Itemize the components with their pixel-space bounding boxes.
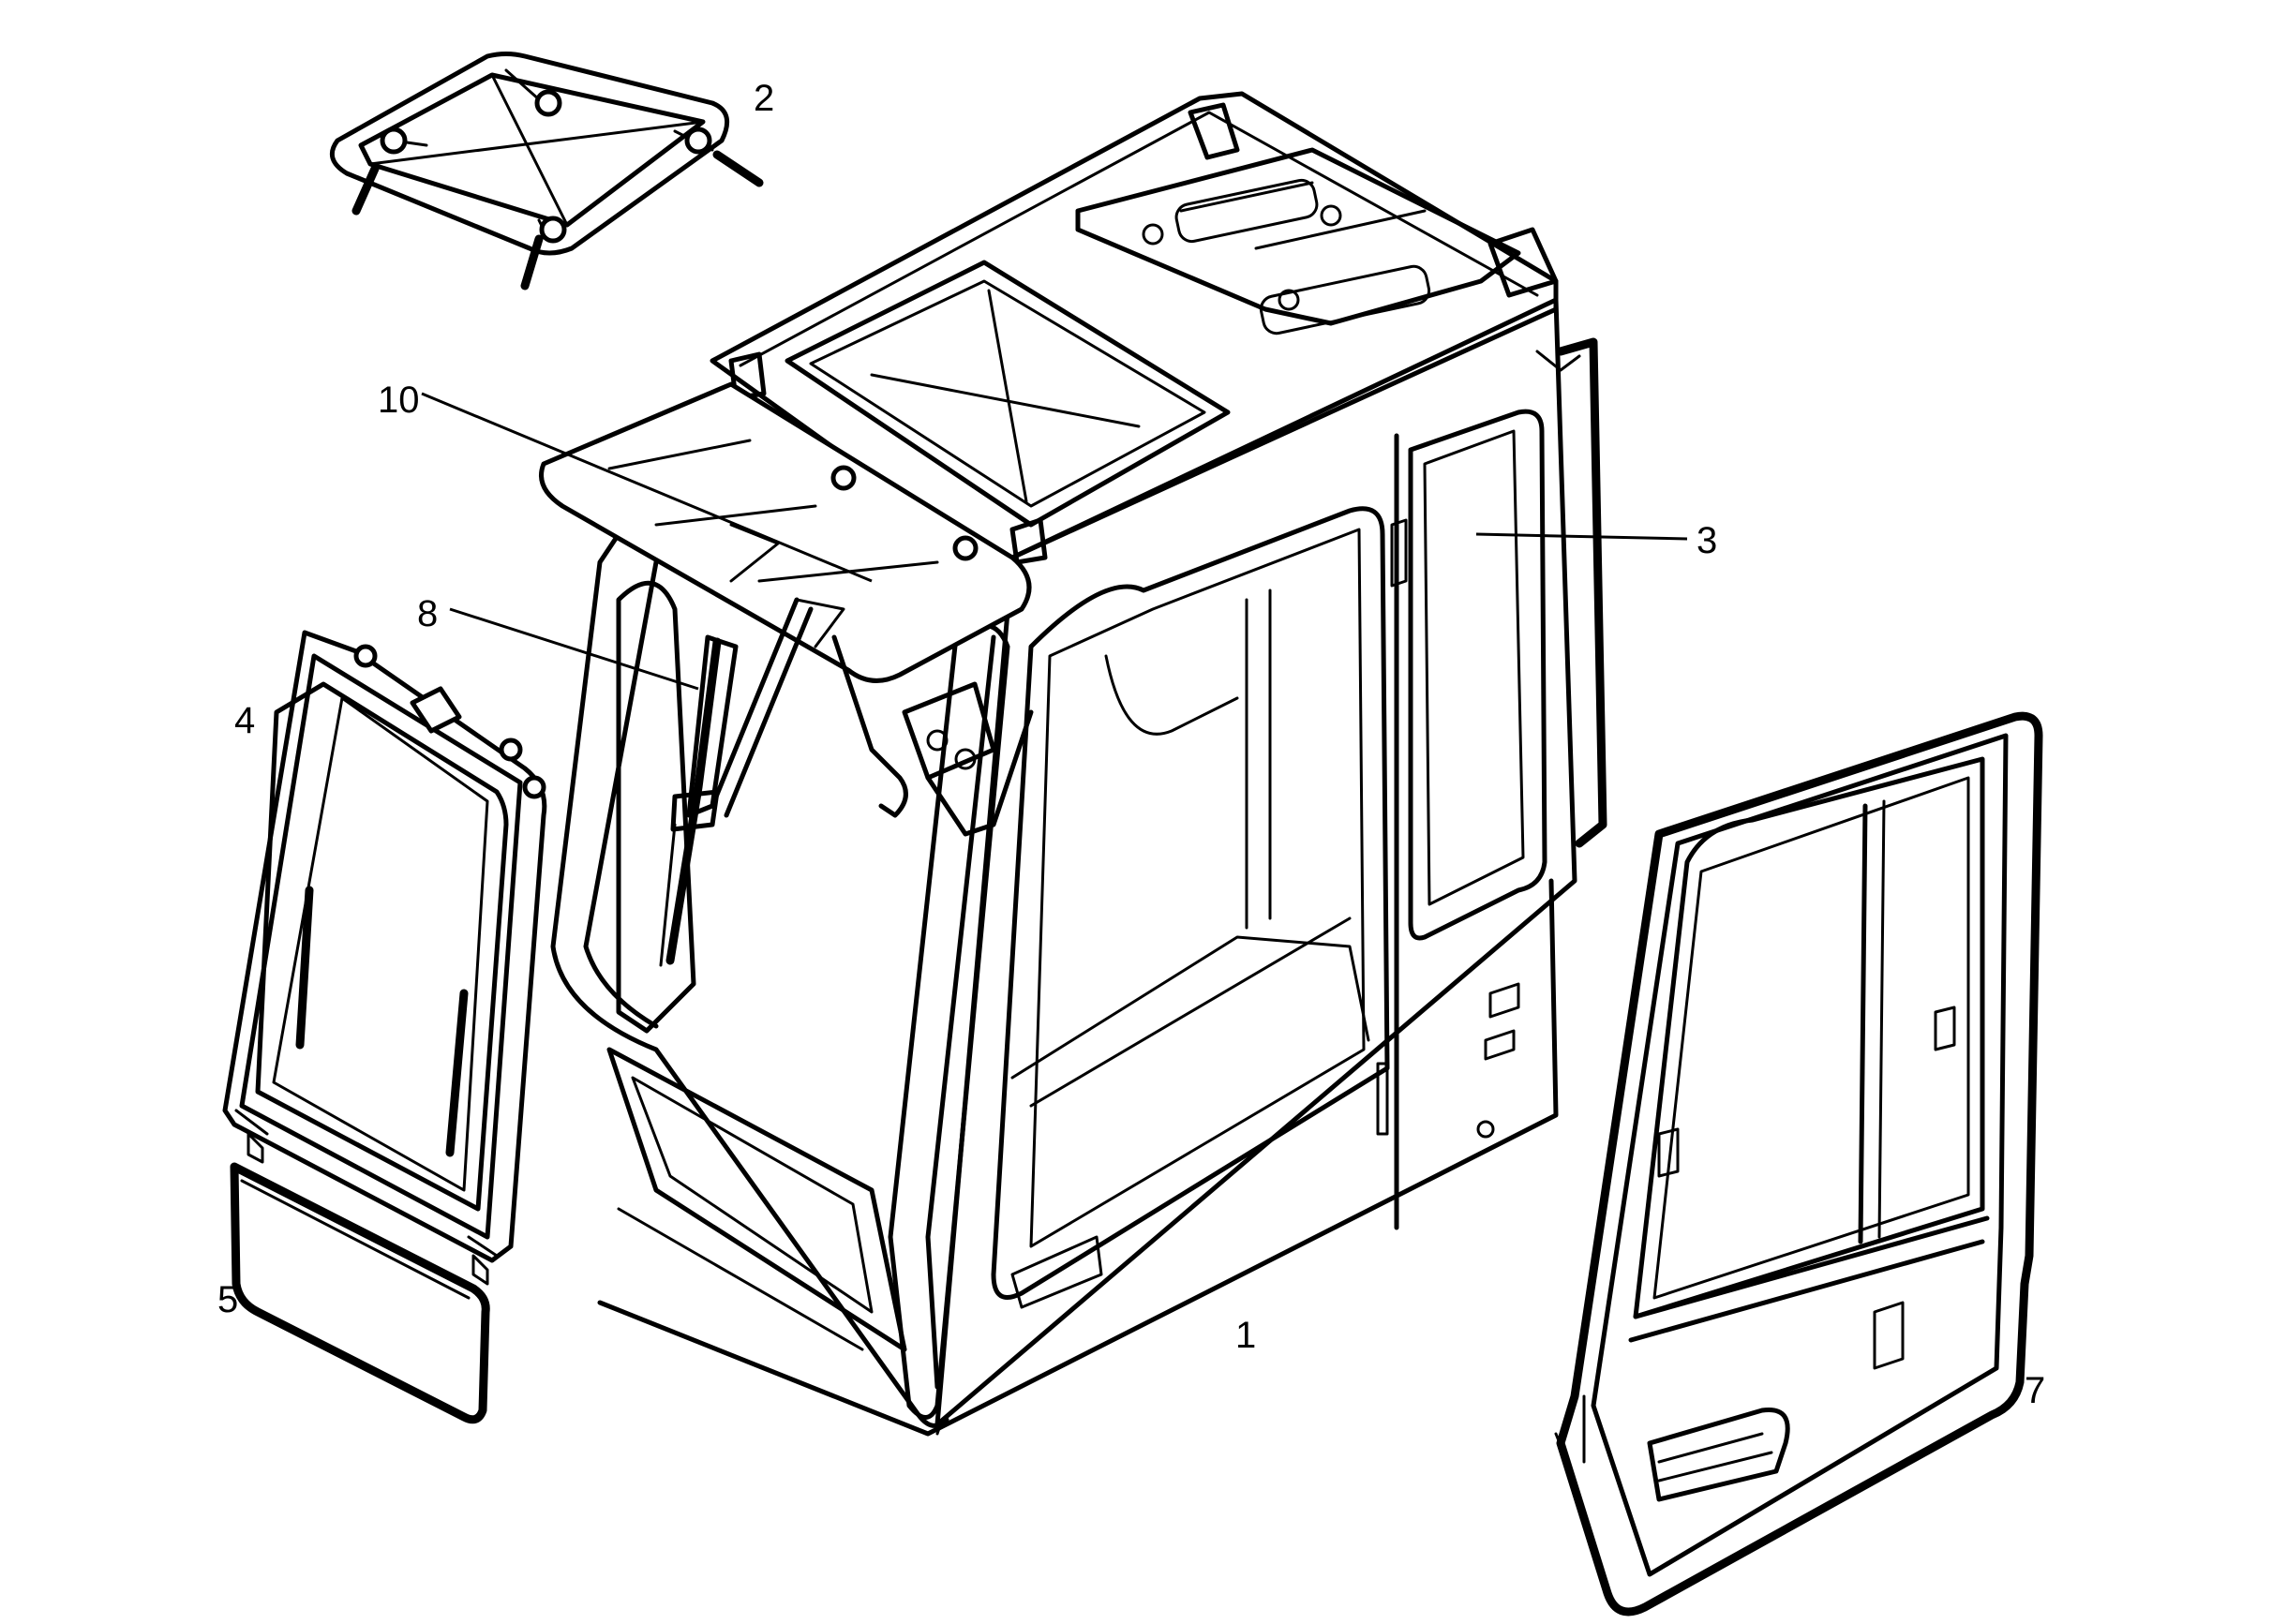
callout-4: 4 [234,700,255,741]
callout-1: 1 [1235,1315,1256,1356]
leader-8 [449,607,699,691]
callout-8: 8 [417,593,438,634]
cab-frame-part [550,91,1607,1437]
callout-3: 3 [1697,520,1717,561]
wiper-part [659,634,739,967]
front-window-part [222,630,547,1286]
callout-10: 10 [378,380,420,421]
roof-hatch-part [329,52,764,291]
leader-lines [421,392,1688,691]
leader-10 [421,392,873,583]
callout-7: 7 [2025,1370,2045,1411]
leader-3 [1475,532,1688,541]
sun-visor-part [539,381,1034,837]
callout-labels: 1 2 3 4 5 7 8 10 [217,78,2045,1411]
lower-front-glass-part [230,1162,490,1424]
door-part [1554,711,2043,1617]
callout-2: 2 [754,78,774,119]
callout-5: 5 [217,1279,238,1320]
